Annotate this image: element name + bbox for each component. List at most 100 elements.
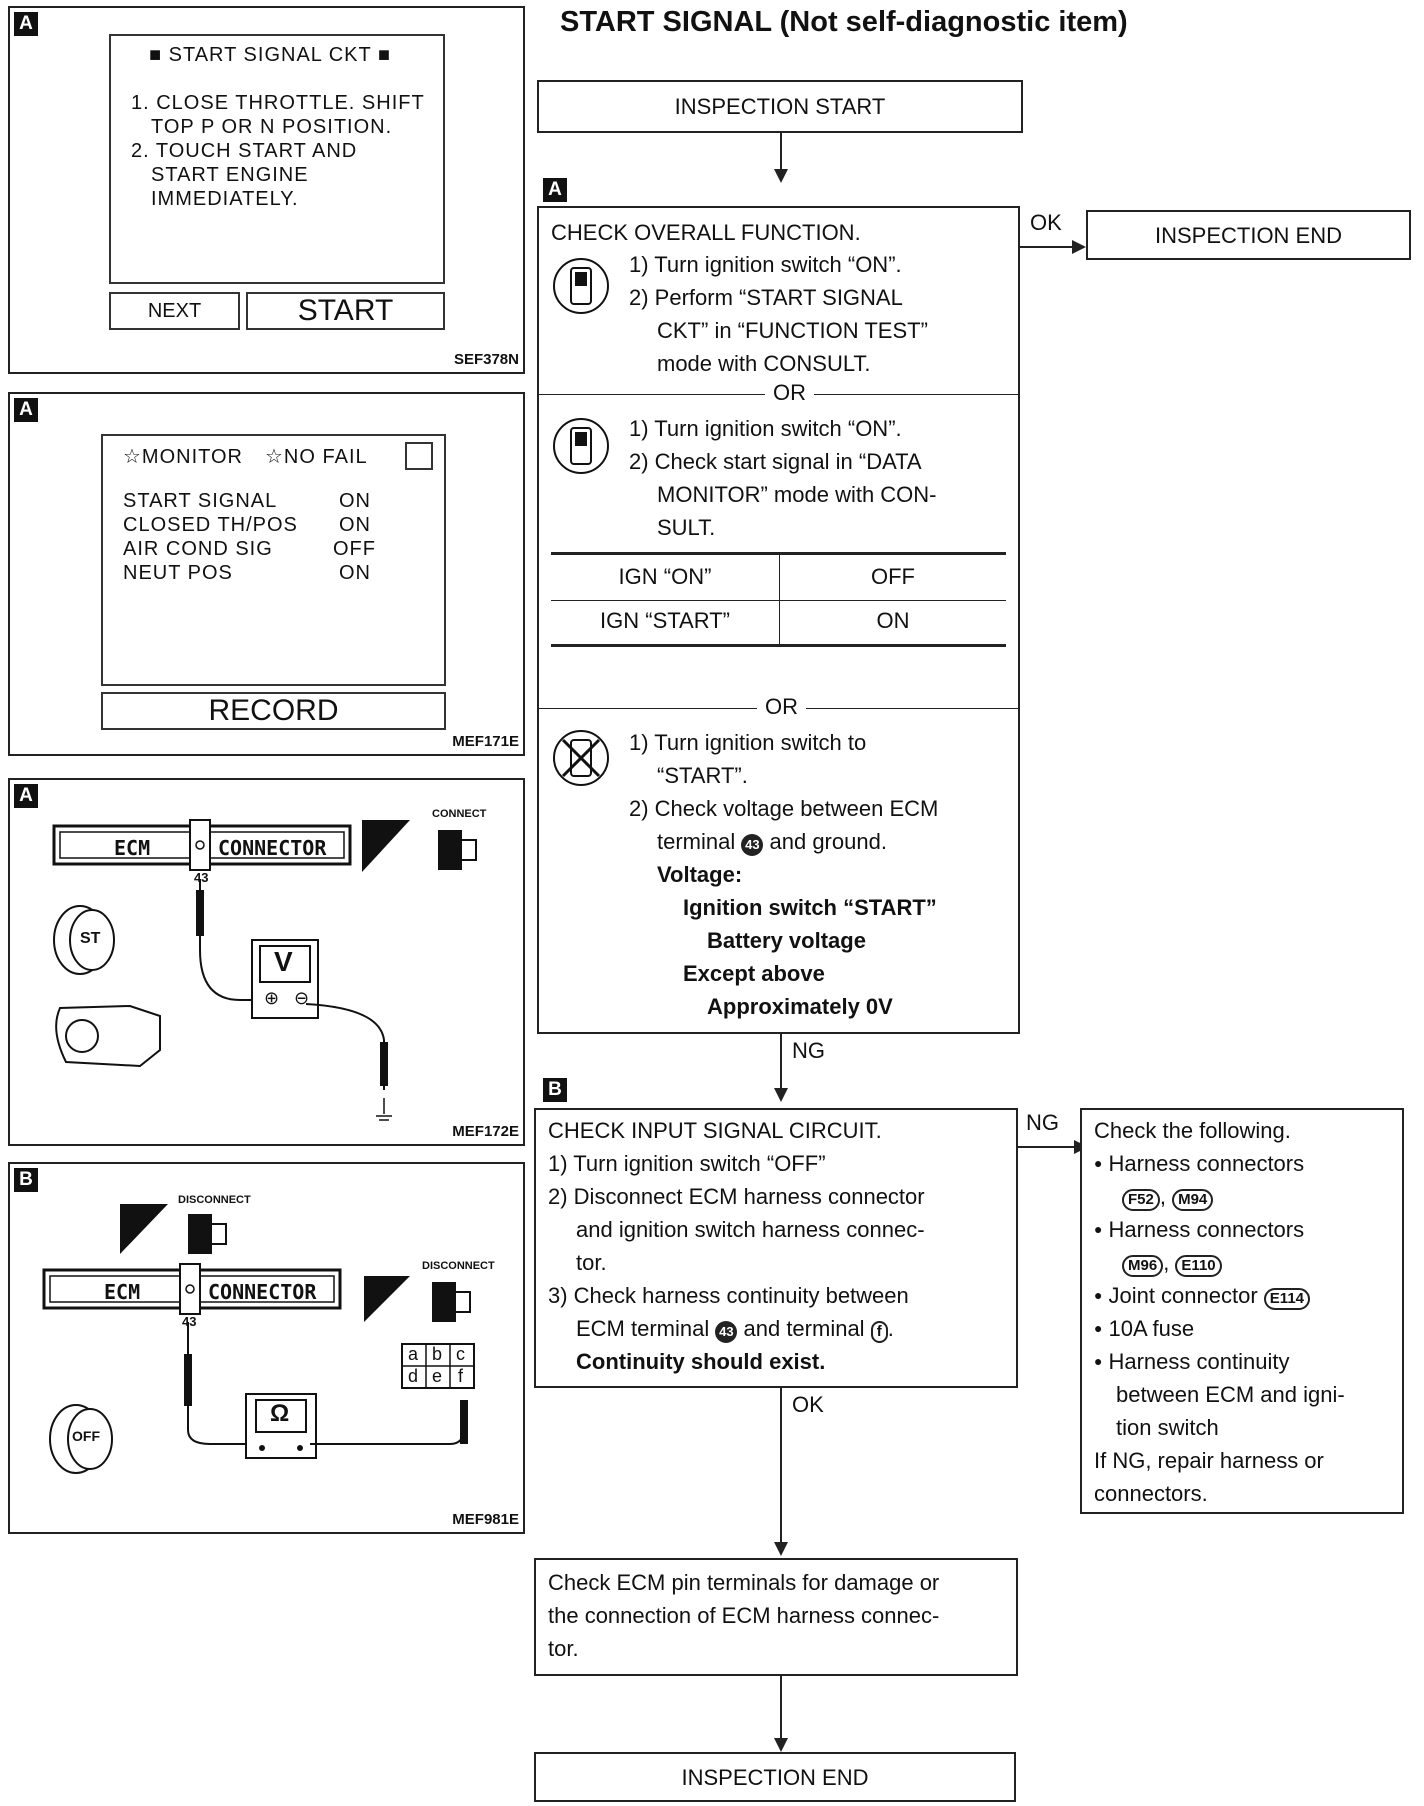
- step-b-line: 3) Check harness continuity between: [548, 1283, 909, 1308]
- ok-label: OK: [792, 1392, 824, 1417]
- terminal-f: f: [458, 1366, 464, 1386]
- voltage-condition: Ignition switch “START”: [683, 895, 937, 920]
- connector-label: CONNECTOR: [208, 1280, 317, 1304]
- side-tail: connectors.: [1094, 1481, 1208, 1506]
- figure-code: MEF172E: [452, 1123, 519, 1140]
- step-tag: A: [14, 784, 38, 808]
- connector-codes: F52, M94: [1122, 1180, 1214, 1213]
- consult-function-test-panel: A ■ START SIGNAL CKT ■ 1. CLOSE THROTTLE…: [8, 6, 525, 374]
- voltage-value: Approximately 0V: [707, 994, 893, 1019]
- side-heading: Check the following.: [1094, 1118, 1291, 1143]
- side-item: Harness connectors: [1094, 1147, 1304, 1183]
- start-button[interactable]: START: [246, 292, 445, 330]
- check-overall-function-box: CHECK OVERALL FUNCTION. 1) Turn ignition…: [537, 206, 1020, 1034]
- monitor-item-name: AIR COND SIG: [123, 538, 273, 560]
- check-ecm-line: Check ECM pin terminals for damage or: [548, 1570, 940, 1595]
- no-consult-icon: [553, 730, 609, 786]
- monitor-item-name: CLOSED TH/POS: [123, 514, 298, 536]
- consult-icon: [553, 418, 609, 474]
- figure-code: MEF171E: [452, 733, 519, 750]
- pin-number: 43: [182, 1314, 197, 1329]
- terminal-43-badge: 43: [741, 834, 764, 856]
- table-cell: IGN “START”: [600, 608, 730, 633]
- no-fail-header: ☆NO FAIL: [265, 446, 368, 468]
- check-following-box: Check the following. Harness connectors …: [1080, 1108, 1404, 1514]
- terminal-a: a: [408, 1344, 419, 1364]
- step-a3-line: 1) Turn ignition switch to: [629, 730, 867, 755]
- ignition-off-icon: OFF: [72, 1428, 100, 1444]
- connector-label: CONNECTOR: [218, 836, 327, 860]
- check-input-signal-box: CHECK INPUT SIGNAL CIRCUIT. 1) Turn igni…: [534, 1108, 1018, 1388]
- hs-label: H.S.: [144, 1240, 166, 1252]
- check-ecm-pins-box: Check ECM pin terminals for damage or th…: [534, 1558, 1018, 1676]
- step-b-line: and ignition switch harness connec-: [576, 1217, 925, 1242]
- step-a3-terminal-line: terminal 43 and ground.: [657, 829, 887, 856]
- voltage-value: Battery voltage: [707, 928, 866, 953]
- consult-screen: ■ START SIGNAL CKT ■ 1. CLOSE THROTTLE. …: [109, 34, 445, 284]
- voltmeter-icon: V: [274, 946, 293, 977]
- ignition-st-icon: ST: [80, 930, 101, 947]
- monitor-item-value: ON: [339, 562, 371, 584]
- monitor-item-name: NEUT POS: [123, 562, 233, 584]
- table-cell: IGN “ON”: [618, 564, 712, 589]
- table-cell: OFF: [871, 564, 915, 589]
- step-a1-line: 1) Turn ignition switch “ON”.: [629, 252, 902, 277]
- side-item-joint: Joint connector E114: [1094, 1279, 1311, 1315]
- flow-arrow: [774, 1542, 788, 1556]
- connector-codes: M96, E110: [1122, 1246, 1222, 1279]
- screen-line-5: IMMEDIATELY.: [151, 188, 299, 210]
- inspection-end-box: INSPECTION END: [1086, 210, 1411, 260]
- step-tag: B: [14, 1168, 38, 1192]
- step-b-line: 2) Disconnect ECM harness connector: [548, 1184, 925, 1209]
- screen-header: ■ START SIGNAL CKT ■: [149, 44, 391, 66]
- ecm-label: ECM: [114, 836, 151, 860]
- ng-label: NG: [792, 1038, 825, 1063]
- screen-line-3: 2. TOUCH START AND: [131, 140, 358, 162]
- step-a1-line: 2) Perform “START SIGNAL: [629, 285, 903, 310]
- monitor-header: ☆MONITOR: [123, 446, 244, 468]
- step-b-terminal-line: ECM terminal 43 and terminal f.: [576, 1316, 894, 1343]
- side-item-cont: tion switch: [1116, 1415, 1219, 1440]
- step-b-heading: CHECK INPUT SIGNAL CIRCUIT.: [548, 1118, 882, 1143]
- terminal-f-badge: f: [870, 1321, 888, 1343]
- ok-label: OK: [1030, 210, 1062, 235]
- screen-line-2: TOP P OR N POSITION.: [151, 116, 393, 138]
- voltage-check-panel: A ECM CONNECTOR CONNECT H.S. 43 V ⊕ ⊖ ST…: [8, 778, 525, 1146]
- minus-probe-icon: ⊖: [294, 988, 310, 1008]
- plus-probe-icon: ⊕: [264, 988, 280, 1008]
- screen-line-1: 1. CLOSE THROTTLE. SHIFT: [131, 92, 425, 114]
- side-item: 10A fuse: [1094, 1312, 1194, 1348]
- record-checkbox[interactable]: [405, 442, 433, 470]
- terminal-d: d: [408, 1366, 419, 1386]
- inspection-start-box: INSPECTION START: [537, 80, 1023, 133]
- side-item-cont: between ECM and igni-: [1116, 1382, 1345, 1407]
- step-a-heading: CHECK OVERALL FUNCTION.: [551, 220, 861, 245]
- voltage-diagram: [52, 819, 477, 1121]
- ts-label: T.S.: [386, 1308, 405, 1320]
- side-item: Harness continuity: [1094, 1345, 1289, 1381]
- terminal-43-badge: 43: [715, 1321, 738, 1343]
- monitor-screen: ☆MONITOR ☆NO FAIL START SIGNAL ON CLOSED…: [101, 434, 446, 686]
- ohmmeter-icon: Ω: [270, 1400, 290, 1427]
- step-tag: A: [14, 398, 38, 422]
- flow-arrow: [774, 169, 788, 183]
- monitor-item-name: START SIGNAL: [123, 490, 278, 512]
- inspection-end-box-final: INSPECTION END: [534, 1752, 1016, 1802]
- step-a2-line: 2) Check start signal in “DATA: [629, 449, 922, 474]
- disconnect-label: DISCONNECT: [178, 1194, 251, 1206]
- monitor-item-value: ON: [339, 514, 371, 536]
- consult-data-monitor-panel: A ☆MONITOR ☆NO FAIL START SIGNAL ON CLOS…: [8, 392, 525, 756]
- step-a1-line: CKT” in “FUNCTION TEST”: [657, 318, 928, 343]
- terminal-b: b: [432, 1344, 443, 1364]
- flow-arrow: [774, 1088, 788, 1102]
- flow-arrow: [1072, 240, 1086, 254]
- consult-icon: [553, 258, 609, 314]
- next-button[interactable]: NEXT: [109, 292, 240, 330]
- step-b-line: 1) Turn ignition switch “OFF”: [548, 1151, 826, 1176]
- continuity-check-panel: B DISCONNECT H.S. DISCONNECT T.S. ECM CO…: [8, 1162, 525, 1534]
- or-divider: OR: [757, 694, 806, 720]
- step-b-line: tor.: [576, 1250, 607, 1275]
- record-button[interactable]: RECORD: [101, 692, 446, 730]
- step-a3-line: 2) Check voltage between ECM: [629, 796, 939, 821]
- pin-number: 43: [194, 870, 209, 885]
